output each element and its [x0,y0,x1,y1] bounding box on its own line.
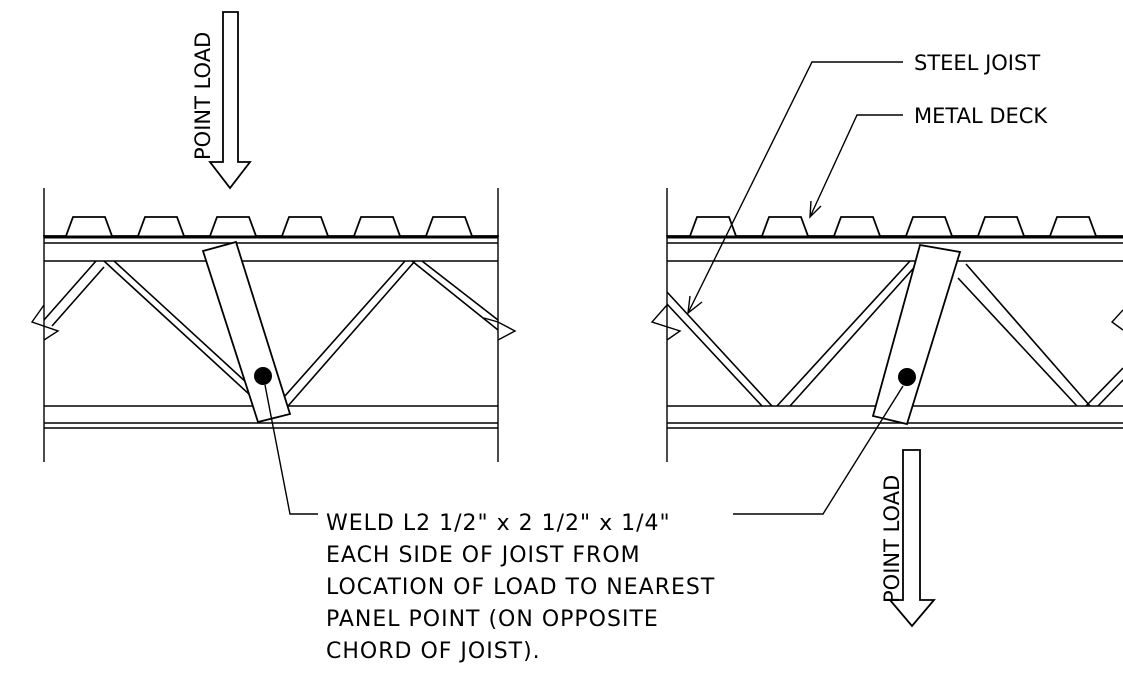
steel-joist-arrowhead [687,295,703,315]
web-members-right [666,260,1123,407]
break-symbol-left [30,304,60,341]
break-symbol-right-edge [1110,309,1123,331]
metal-deck-label: METAL DECK [914,104,1048,128]
break-symbol-right-detail [650,304,682,341]
angle-reinforcement-left [201,240,292,424]
metal-deck-left [43,216,499,237]
weld-note-line-4: PANEL POINT (ON OPPOSITE [326,607,659,632]
point-load-label-right: POINT LOAD [880,475,904,603]
weld-note-line-5: CHORD OF JOIST). [326,639,541,664]
weld-note: WELD L2 1/2" x 2 1/2" x 1/4" EACH SIDE O… [326,511,715,664]
left-detail: POINT LOAD [30,11,517,515]
point-load-arrow-left [208,11,252,190]
weld-dot-right [898,368,916,386]
break-symbol-right [483,317,517,341]
point-load-arrow-right [888,449,936,628]
weld-note-line-2: EACH SIDE OF JOIST FROM [326,543,641,568]
metal-deck-leader [809,114,903,218]
right-detail: POINT LOAD STEEL JOIST METAL DECK [650,51,1123,628]
steel-joist-leader [687,61,903,314]
weld-note-line-1: WELD L2 1/2" x 2 1/2" x 1/4" [326,511,671,536]
steel-joist-label: STEEL JOIST [914,51,1040,75]
metal-deck-arrowhead [809,200,822,219]
weld-leader-left [264,384,318,515]
weld-dot-left [254,367,272,385]
metal-deck-right [666,216,1123,237]
angle-reinforcement-right [871,243,962,426]
point-load-label-left: POINT LOAD [191,32,215,160]
weld-leader-right [733,385,904,515]
weld-note-line-3: LOCATION OF LOAD TO NEAREST [326,575,715,600]
